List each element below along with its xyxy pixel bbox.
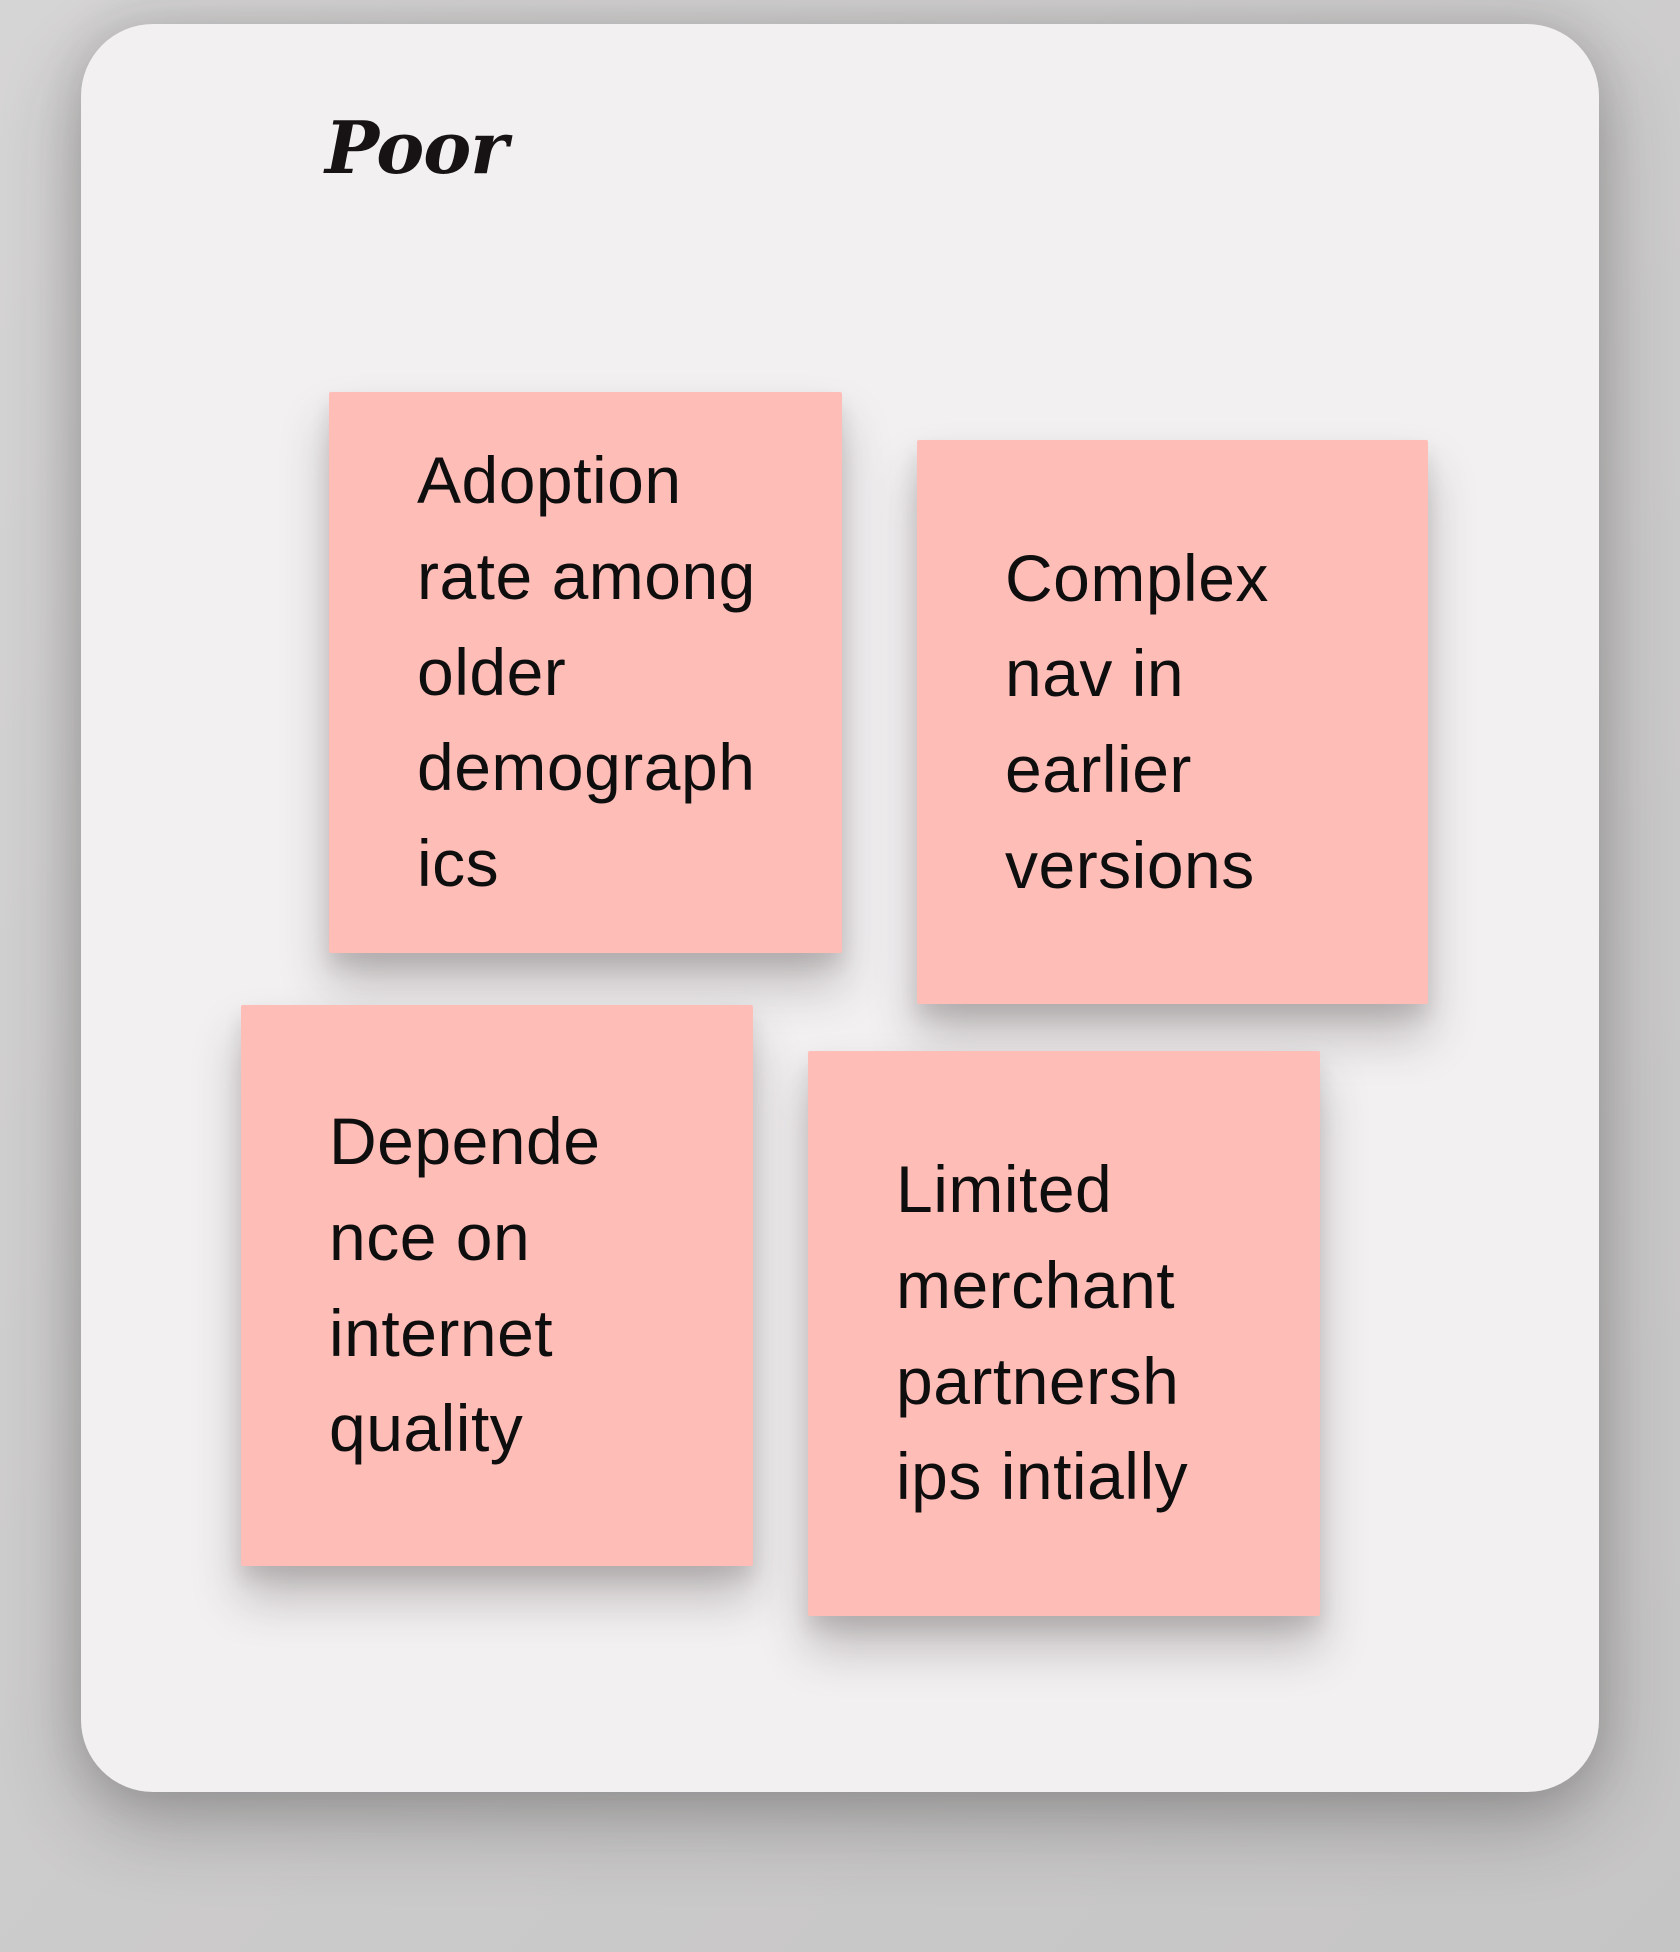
section-title: Poor <box>325 105 508 190</box>
sticky-note-adoption-rate[interactable]: Adoption rate among older demograph ics <box>329 392 842 953</box>
sticky-note-complex-nav[interactable]: Complex nav in earlier versions <box>917 440 1428 1004</box>
sticky-note-text: Adoption rate among older demograph ics <box>417 443 756 901</box>
sticky-note-internet-dependence[interactable]: Depende nce on internet quality <box>241 1005 753 1566</box>
sticky-note-text: Complex nav in earlier versions <box>1005 540 1269 902</box>
sticky-note-merchant-partnerships[interactable]: Limited merchant partnersh ips intially <box>808 1051 1320 1616</box>
sticky-note-text: Limited merchant partnersh ips intially <box>896 1152 1189 1514</box>
sticky-note-text: Depende nce on internet quality <box>329 1104 601 1466</box>
